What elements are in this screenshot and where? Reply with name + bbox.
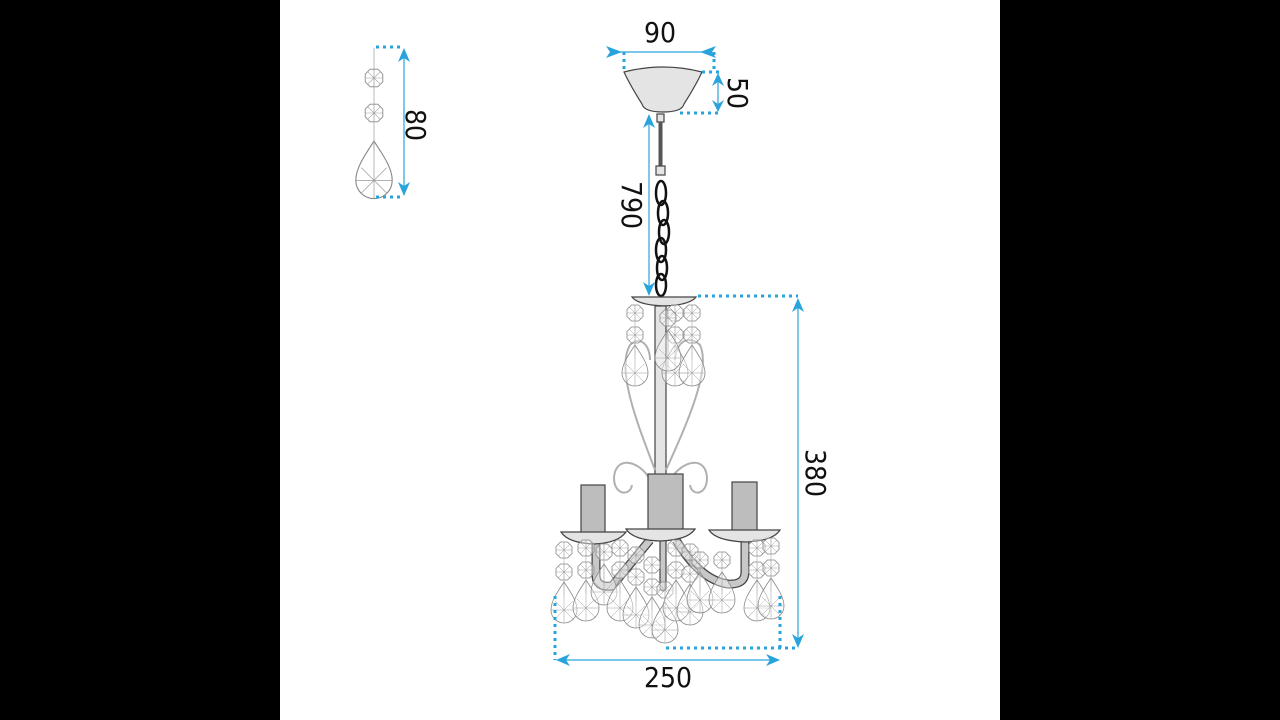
dimension-label-90: 90: [644, 16, 676, 49]
dimension-label-790: 790: [615, 181, 648, 229]
crystal-octagon: [364, 68, 384, 88]
dimension-body-width: 250: [553, 596, 782, 694]
chandelier-canopy: [623, 66, 703, 113]
dimension-label-80: 80: [399, 109, 432, 141]
dimension-chain-length: 790: [615, 114, 655, 296]
dimension-label-380: 380: [799, 449, 832, 497]
cup-center: [624, 528, 697, 542]
dimension-canopy-width: 90: [606, 16, 716, 70]
candle-right: [731, 481, 758, 532]
crystal-octagon: [364, 103, 384, 123]
candle-center: [647, 473, 684, 532]
dimension-label-50: 50: [721, 77, 754, 109]
crystal-strand: [622, 305, 648, 386]
crystal-drop: [355, 140, 393, 200]
candle-left: [580, 484, 606, 534]
cup-right: [707, 529, 782, 543]
dimension-body-height: 380: [666, 294, 832, 650]
dimension-crystal-strand: 80: [376, 45, 432, 199]
chandelier-chain: [654, 113, 671, 298]
crystal-strand-detail: [355, 48, 393, 200]
dimension-canopy-height: 50: [680, 70, 754, 115]
dimension-label-250: 250: [644, 661, 692, 694]
